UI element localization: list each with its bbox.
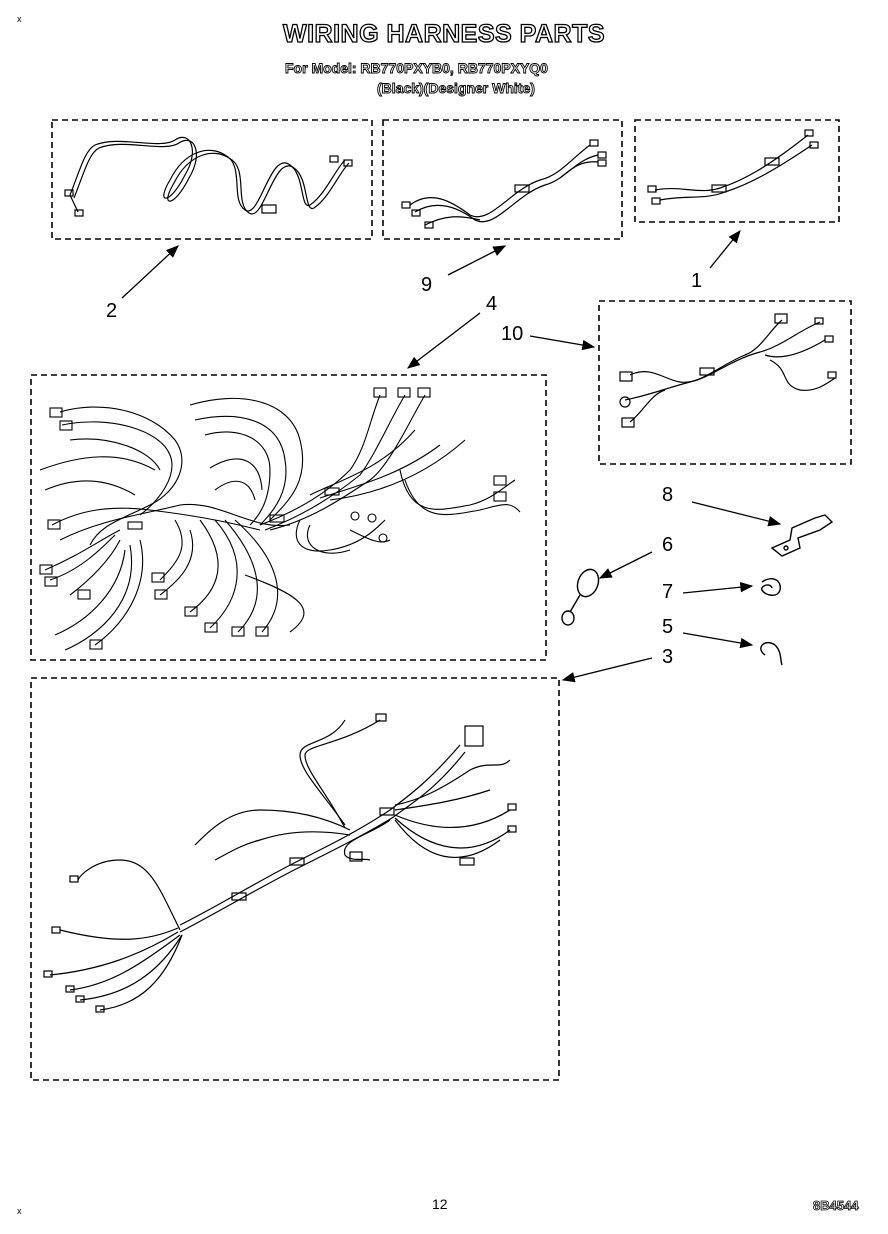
document-number: 8B4544 xyxy=(813,1198,859,1214)
variant-line: (Black)(Designer White) xyxy=(377,80,536,97)
callout-9: 9 xyxy=(421,274,433,296)
part-10-box xyxy=(598,300,852,465)
arrow-5 xyxy=(682,632,754,649)
arrow-6 xyxy=(598,551,653,579)
part-1-box xyxy=(634,119,840,223)
corner-mark-bottom: x xyxy=(17,1206,22,1216)
page-title: WIRING HARNESS PARTS xyxy=(282,19,606,48)
arrow-9 xyxy=(447,245,507,276)
small-parts xyxy=(561,514,834,666)
model-line: For Model: RB770PXYB0, RB770PXYQ0 xyxy=(285,60,549,77)
callout-1: 1 xyxy=(691,270,703,292)
callout-6: 6 xyxy=(662,534,674,556)
arrow-7 xyxy=(682,582,754,594)
harness-2 xyxy=(64,136,353,217)
harness-4 xyxy=(39,387,521,651)
arrow-10 xyxy=(529,335,596,351)
callout-4: 4 xyxy=(486,293,498,315)
part-9-box xyxy=(382,119,623,240)
harness-10 xyxy=(619,313,837,428)
part-8-hole xyxy=(783,545,789,551)
callout-10: 10 xyxy=(501,323,524,345)
callout-3: 3 xyxy=(662,646,674,668)
arrow-8 xyxy=(691,501,782,527)
part-2-box xyxy=(51,119,373,240)
arrow-2 xyxy=(121,245,179,299)
callout-5: 5 xyxy=(662,616,674,638)
page-number: 12 xyxy=(432,1196,448,1212)
arrow-3 xyxy=(561,657,653,683)
callout-7: 7 xyxy=(662,581,674,603)
harness-3 xyxy=(43,713,517,1013)
part-8-bracket xyxy=(770,514,834,557)
corner-mark-top: x xyxy=(17,14,22,24)
harness-1 xyxy=(647,129,819,205)
harness-9 xyxy=(401,139,607,229)
part-6-grommet xyxy=(576,568,600,598)
callout-2: 2 xyxy=(106,300,118,322)
part-7-clip xyxy=(761,578,781,596)
part-3-box xyxy=(30,677,560,1081)
arrow-1 xyxy=(709,229,741,269)
part-5-hook xyxy=(760,641,783,666)
callout-8: 8 xyxy=(662,484,674,506)
arrow-4 xyxy=(406,312,481,369)
